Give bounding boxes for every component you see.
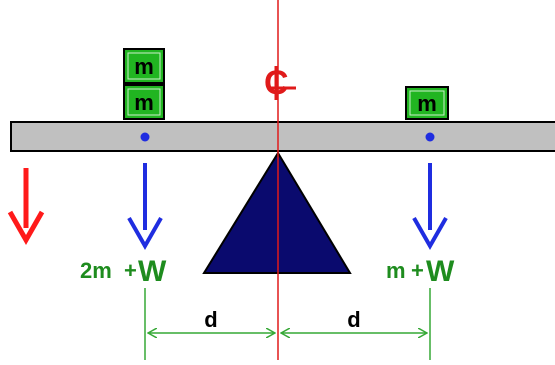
dimension-label-left: d [204,307,217,332]
svg-text:m: m [134,54,154,79]
force-arrow-right [412,163,448,251]
mass-block-right: m [405,86,449,120]
beam [10,121,555,152]
force-label-right: m + W [386,255,455,288]
load-point-left [140,132,150,142]
force-label-left: 2m + W [80,255,167,288]
svg-text:m: m [417,91,437,116]
mass-block-left-top: m [123,48,165,84]
load-point-right [425,132,435,142]
mass-block-left-bottom: m [123,84,165,120]
svg-text:W: W [426,255,455,288]
svg-text:W: W [138,255,167,288]
force-arrow-left [127,163,163,251]
svg-text:m: m [134,90,154,115]
svg-text:m: m [386,258,406,283]
fulcrum-triangle [202,151,352,274]
rotation-direction-arrow [7,168,45,246]
centerline-symbol: C [264,64,296,102]
svg-text:+: + [124,258,137,283]
svg-text:+: + [411,258,424,283]
dimension-label-right: d [347,307,360,332]
svg-text:2m: 2m [80,258,112,283]
